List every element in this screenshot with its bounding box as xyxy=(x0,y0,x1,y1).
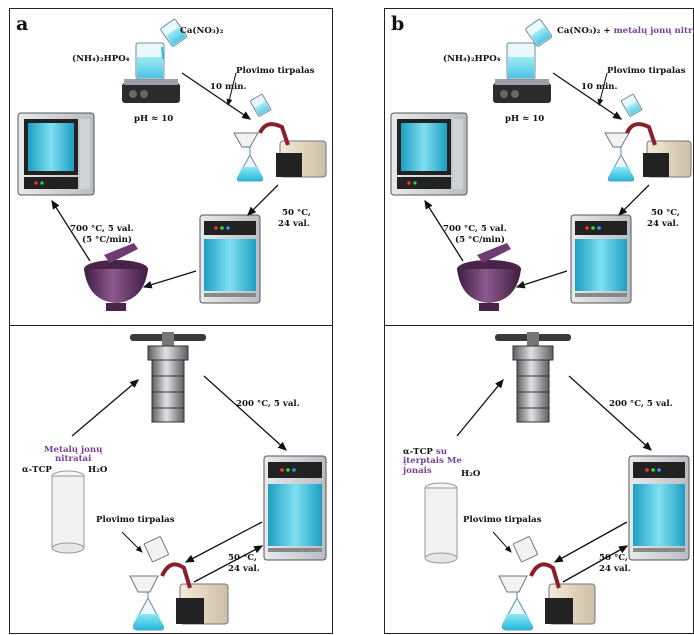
panel-c: 200 °C, 5 val. Metalų jonų nitratai α-TC… xyxy=(9,325,333,634)
panel-a: a Ca(NO₃)₂ (NH₄)₂HPO₄ pH ≈ 10 10 min. Pl… xyxy=(9,8,333,326)
vacuum-pump-icon xyxy=(529,562,596,625)
autoclave-icon xyxy=(130,332,206,423)
reagent-metal-nitrates: metalų jonų nitratai xyxy=(613,26,694,36)
wash-beaker-icon xyxy=(620,93,643,117)
oven-icon xyxy=(17,112,95,196)
calcination-rate-label: (5 °C/min) xyxy=(82,235,132,245)
arrow-to-dryer xyxy=(247,184,279,216)
arrow-back-dryer xyxy=(562,545,629,583)
arrow-to-dryer xyxy=(568,375,652,451)
panel-b-drawing xyxy=(390,18,692,311)
wash-label: Plovimo tirpalas xyxy=(463,515,542,525)
panel-d: 200 °C, 5 val. α-TCP su įterptais Me jon… xyxy=(384,325,694,634)
arrow-wash xyxy=(492,531,512,553)
wash-beaker-icon xyxy=(512,536,538,563)
dry-temp-label: 50 °C, xyxy=(228,553,257,563)
pouring-beaker-icon xyxy=(160,18,188,47)
mortar-pestle-icon xyxy=(457,243,521,311)
reagent-label: Ca(NO₃)₂ xyxy=(180,26,224,36)
filter-flask-icon xyxy=(233,132,264,182)
ph-label: pH ≈ 10 xyxy=(505,114,545,124)
calcination-rate-label: (5 °C/min) xyxy=(455,235,505,245)
arrow-to-autoclave xyxy=(71,379,139,437)
metal-nitrates-line-2: nitratai xyxy=(54,454,92,465)
arrow-to-filter xyxy=(552,72,623,120)
tcp-line-2: įterptais Me xyxy=(403,456,462,467)
panel-b-letter: b xyxy=(391,13,405,35)
time-label: 10 min. xyxy=(581,82,618,92)
phosphate-label: (NH₄)₂HPO₄ xyxy=(72,54,130,64)
filter-flask-icon xyxy=(604,132,635,182)
time-label: 10 min. xyxy=(210,82,247,92)
drying-oven-icon xyxy=(628,455,690,561)
dry-time-label: 24 val. xyxy=(647,219,679,229)
wash-label: Plovimo tirpalas xyxy=(96,515,175,525)
arrow-wash xyxy=(121,531,143,553)
dry-time-label: 24 val. xyxy=(599,564,631,574)
pouring-beaker-icon xyxy=(525,18,553,47)
drying-oven-icon xyxy=(570,214,632,304)
metal-nitrates-label: Metalų jonų nitratai xyxy=(44,445,103,465)
dry-time-label: 24 val. xyxy=(278,219,310,229)
phosphate-label: (NH₄)₂HPO₄ xyxy=(443,54,501,64)
tcp-modified-label: α-TCP su įterptais Me jonais xyxy=(403,447,462,476)
water-label: H₂O xyxy=(461,469,481,479)
tcp-su-text: su xyxy=(432,447,447,457)
reagent-ca: Ca(NO₃)₂ + xyxy=(557,26,614,36)
tcp-line-3: jonais xyxy=(403,465,432,476)
reagent-label: Ca(NO₃)₂ + metalų jonų nitratai xyxy=(557,26,694,36)
arrow-to-filter xyxy=(184,521,263,563)
water-label: H₂O xyxy=(88,465,108,475)
panel-d-drawing xyxy=(424,332,690,631)
filter-flask-icon xyxy=(498,575,534,631)
arrow-to-mortar xyxy=(142,270,197,289)
arrow-to-mortar xyxy=(515,270,568,289)
vacuum-pump-icon xyxy=(625,122,692,178)
panel-b: b Ca(NO₃)₂ + metalų jonų nitratai (NH₄)₂… xyxy=(384,8,694,326)
drying-oven-icon xyxy=(263,455,327,561)
arrow-to-dryer xyxy=(618,184,650,216)
autoclave-icon xyxy=(495,332,571,423)
drying-oven-icon xyxy=(199,214,261,304)
arrow-to-autoclave xyxy=(456,378,504,437)
dry-temp-label: 50 °C, xyxy=(651,208,680,218)
arrow-back-dryer xyxy=(193,545,264,583)
metal-nitrates-line-1: Metalų jonų xyxy=(44,445,103,455)
vacuum-pump-icon xyxy=(258,122,327,178)
arrow-to-filter xyxy=(181,72,252,120)
arrow-to-filter xyxy=(553,521,628,563)
wash-beaker-icon xyxy=(143,536,169,563)
wash-label: Plovimo tirpalas xyxy=(236,66,315,76)
panel-a-drawing xyxy=(17,18,327,311)
arrow-to-dryer xyxy=(203,375,287,451)
filter-flask-icon xyxy=(129,575,165,631)
calcination-label: 700 °C, 5 val. xyxy=(70,224,134,234)
dry-temp-label: 50 °C, xyxy=(599,553,628,563)
arrow-to-oven xyxy=(424,199,464,262)
container-icon xyxy=(424,482,458,564)
hydrothermal-label: 200 °C, 5 val. xyxy=(236,399,300,409)
panel-a-letter: a xyxy=(16,13,29,35)
stirrer-hotplate-icon xyxy=(493,42,551,103)
ph-label: pH ≈ 10 xyxy=(134,114,174,124)
stirrer-hotplate-icon xyxy=(122,42,180,103)
wash-label: Plovimo tirpalas xyxy=(607,66,686,76)
wash-beaker-icon xyxy=(249,93,272,117)
arrow-wash xyxy=(597,72,608,106)
hydrothermal-label: 200 °C, 5 val. xyxy=(609,399,673,409)
oven-icon xyxy=(390,112,468,196)
container-icon xyxy=(51,470,85,554)
arrow-wash xyxy=(226,72,237,106)
vacuum-pump-icon xyxy=(160,562,229,625)
calcination-label: 700 °C, 5 val. xyxy=(443,224,507,234)
panel-c-drawing xyxy=(51,332,327,631)
dry-temp-label: 50 °C, xyxy=(282,208,311,218)
tcp-text: α-TCP xyxy=(403,447,433,457)
dry-time-label: 24 val. xyxy=(228,564,260,574)
mortar-pestle-icon xyxy=(84,243,148,311)
arrow-to-oven xyxy=(51,199,91,262)
tcp-label: α-TCP xyxy=(22,465,52,475)
